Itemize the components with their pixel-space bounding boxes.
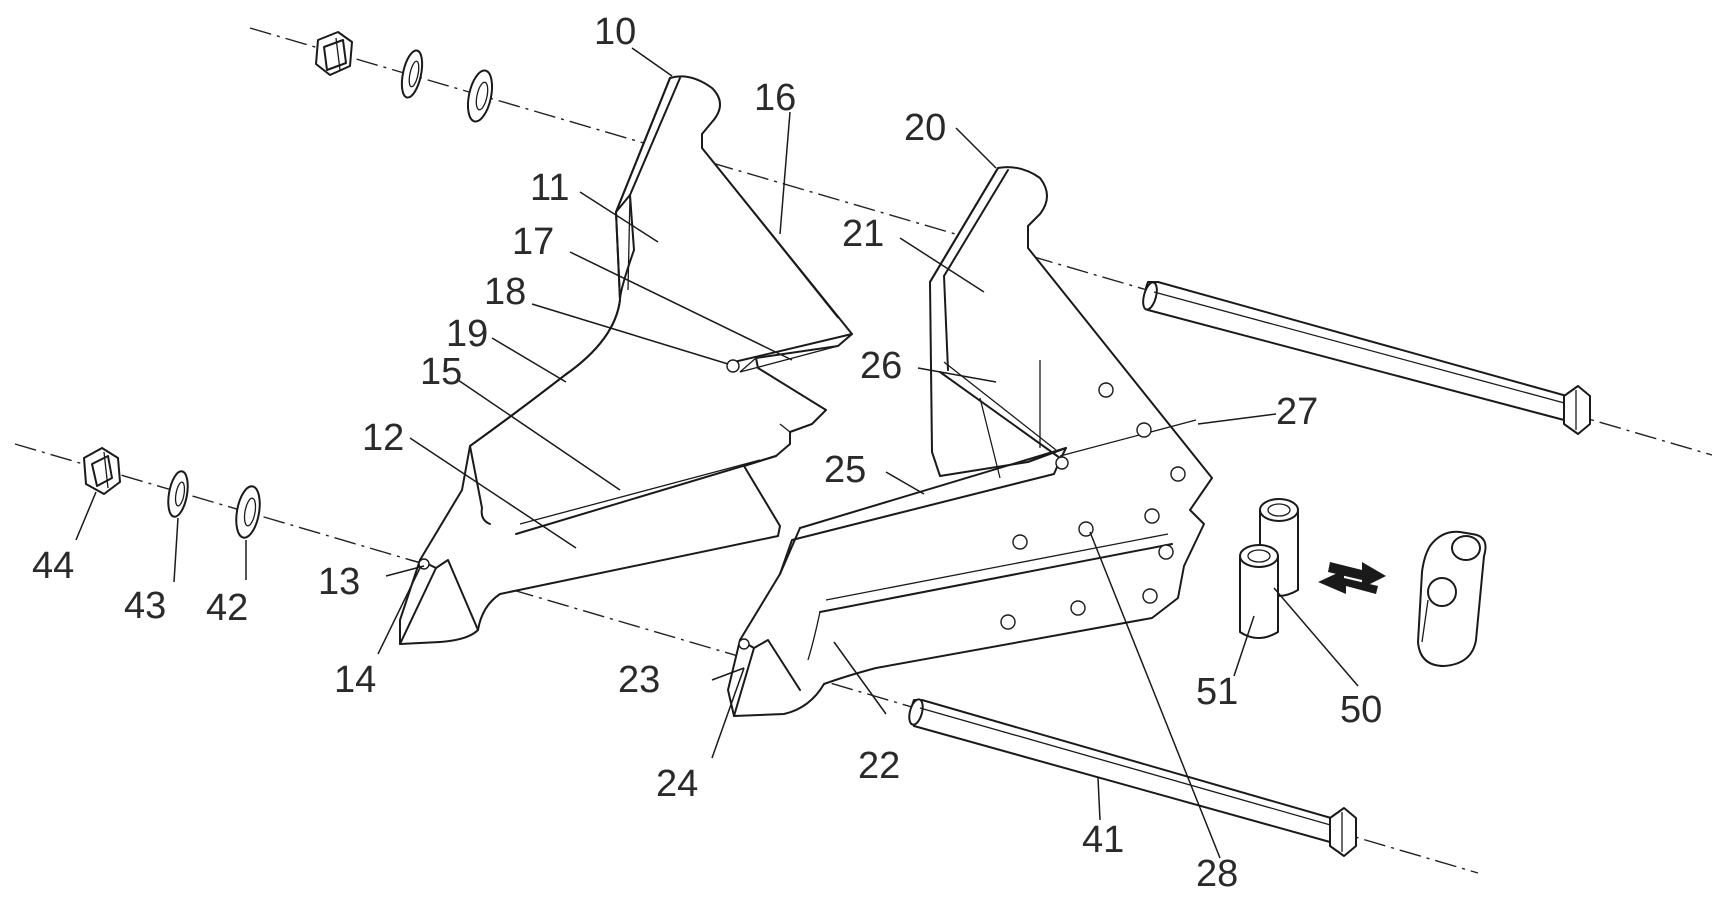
callout-51: 51 [1196, 671, 1238, 713]
callout-21: 21 [842, 213, 884, 255]
leader-lines [75, 47, 1359, 859]
hole [1012, 534, 1028, 550]
upper-bolt [1142, 281, 1591, 435]
callout-17: 17 [512, 221, 554, 263]
hole [1170, 466, 1186, 482]
hole [1000, 614, 1016, 630]
bracket-20 [727, 166, 1213, 717]
callout-12: 12 [362, 417, 404, 459]
callout-19: 19 [446, 313, 488, 355]
callout-42: 42 [206, 587, 248, 629]
washer-42 [235, 485, 261, 539]
callout-24: 24 [656, 763, 698, 805]
hole [1144, 508, 1160, 524]
washer-43 [167, 470, 189, 518]
callout-27: 27 [1276, 391, 1318, 433]
callout-18: 18 [484, 271, 526, 313]
callout-20: 20 [904, 107, 946, 149]
callout-14: 14 [334, 659, 376, 701]
callout-50: 50 [1340, 689, 1382, 731]
callout-43: 43 [124, 585, 166, 627]
callout-23: 23 [618, 659, 660, 701]
callout-44: 44 [32, 545, 74, 587]
sleeve-51 [1239, 544, 1279, 639]
hole [1098, 382, 1114, 398]
hole [1070, 600, 1086, 616]
callout-26: 26 [860, 345, 902, 387]
lower-nut-44 [83, 447, 121, 495]
callout-11: 11 [530, 167, 569, 209]
hole [1158, 544, 1174, 560]
callout-22: 22 [858, 745, 900, 787]
callout-25: 25 [824, 449, 866, 491]
callout-28: 28 [1196, 853, 1238, 895]
callout-13: 13 [318, 561, 360, 603]
callout-41: 41 [1082, 819, 1124, 861]
upper-washer-b [466, 69, 494, 123]
callout-15: 15 [420, 351, 462, 393]
callout-16: 16 [754, 77, 796, 119]
bolt-41 [908, 698, 1357, 857]
callout-10: 10 [594, 11, 636, 53]
hole [1136, 422, 1152, 438]
sleeve-50 [1259, 498, 1299, 597]
upper-washer-a [400, 49, 424, 99]
upper-nut [315, 31, 353, 76]
double-arrow-swap-icon [1318, 562, 1386, 594]
double-sleeve [1417, 530, 1487, 667]
hole [1142, 588, 1158, 604]
bracket-10 [399, 75, 853, 645]
pivot-hole-18 [726, 359, 740, 373]
